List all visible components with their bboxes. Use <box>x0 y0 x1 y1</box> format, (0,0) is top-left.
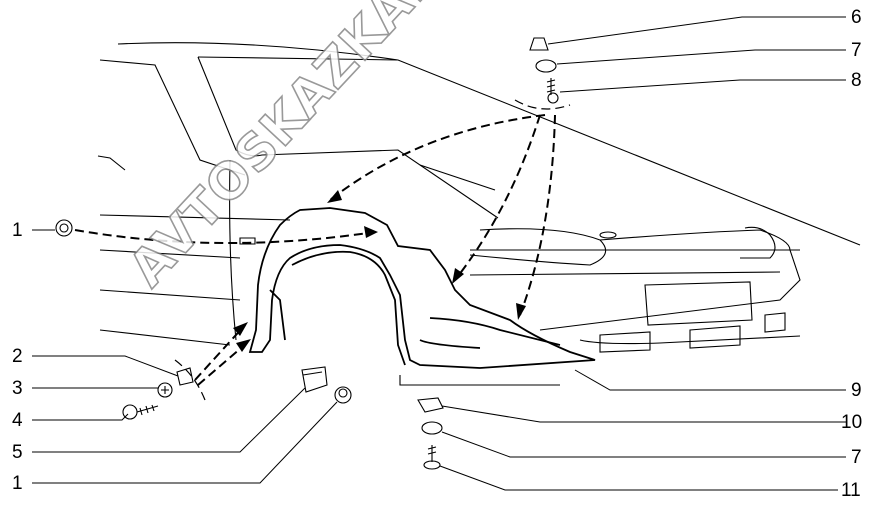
wheel-arch-liner <box>248 207 596 369</box>
leader-lines <box>32 16 846 491</box>
plastic-nut-1-icon <box>55 219 73 237</box>
washer-7-icon <box>535 59 557 73</box>
clip-2-icon <box>176 367 194 386</box>
bracket-5-icon <box>301 366 328 393</box>
callout-8: 8 <box>851 70 862 91</box>
callout-9: 9 <box>851 380 862 401</box>
screw-8-icon <box>546 78 559 104</box>
callout-6: 6 <box>851 7 862 28</box>
fasteners <box>55 37 559 470</box>
arrow-heads <box>233 190 526 352</box>
screw-11-icon <box>423 445 441 470</box>
washer-3-icon <box>157 382 173 398</box>
callout-10: 10 <box>841 412 863 433</box>
washer-7b-icon <box>421 421 443 435</box>
callout-1b: 1 <box>12 473 23 494</box>
callout-4: 4 <box>12 410 23 431</box>
clip-10-icon <box>417 397 444 413</box>
callout-11: 11 <box>841 480 861 501</box>
assembly-arrows <box>74 99 571 401</box>
callout-1: 1 <box>12 220 23 241</box>
callout-5: 5 <box>12 442 23 463</box>
callout-7: 7 <box>851 40 862 61</box>
plastic-nut-1b-icon <box>334 386 352 404</box>
screw-4-icon <box>122 404 159 420</box>
callout-7b: 7 <box>851 447 862 468</box>
callout-2: 2 <box>12 346 23 367</box>
cap-6-icon <box>529 37 549 51</box>
callout-3: 3 <box>12 378 23 399</box>
car-body-outline <box>97 42 861 386</box>
